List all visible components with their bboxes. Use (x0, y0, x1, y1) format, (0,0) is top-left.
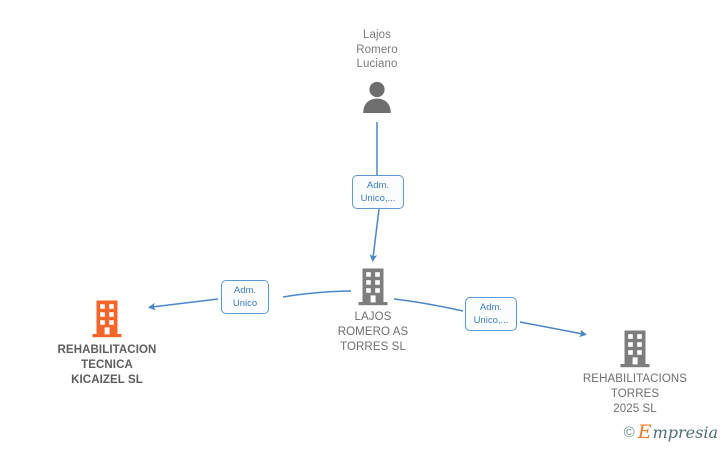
edge-right-label-to-right-company (519, 321, 587, 338)
right-company-icon-wrap (565, 330, 705, 368)
edge-left-label-to-left-company (148, 298, 219, 311)
center-company-icon-wrap (318, 268, 428, 306)
person-icon (363, 81, 391, 113)
left-company-name-label: REHABILITACION TECNICA KICAIZEL SL (57, 344, 157, 386)
person-icon-wrap (327, 80, 427, 114)
building-icon (92, 300, 122, 338)
brand-name: mpresia (652, 422, 718, 442)
edge-center-to-left-label (282, 290, 352, 298)
node-left-company[interactable]: REHABILITACION TECNICA KICAIZEL SL (33, 300, 181, 388)
center-company-name-label: LAJOS ROMERO AS TORRES SL (337, 311, 409, 353)
copyright-icon: © (623, 424, 635, 441)
relation-label-center-to-right[interactable]: Adm. Unico,... (465, 297, 517, 331)
right-company-name-label: REHABILITACIONS TORRES 2025 SL (582, 373, 688, 415)
left-company-icon-wrap (33, 300, 181, 338)
edge-label-to-center-company (369, 208, 380, 262)
node-person[interactable]: Lajos Romero Luciano (327, 28, 427, 114)
relation-label-person-to-center[interactable]: Adm. Unico,... (352, 175, 404, 209)
node-right-company[interactable]: REHABILITACIONS TORRES 2025 SL (565, 330, 705, 417)
edge-center-to-right-label (393, 298, 464, 312)
relation-label-center-to-left[interactable]: Adm. Unico (221, 280, 269, 314)
node-center-company[interactable]: LAJOS ROMERO AS TORRES SL (318, 268, 428, 355)
building-icon (358, 268, 388, 306)
person-name-label: Lajos Romero Luciano (356, 29, 398, 70)
brand-initial: E (637, 421, 652, 443)
empresia-watermark: © E mpresia (624, 423, 718, 442)
building-icon (620, 330, 650, 368)
